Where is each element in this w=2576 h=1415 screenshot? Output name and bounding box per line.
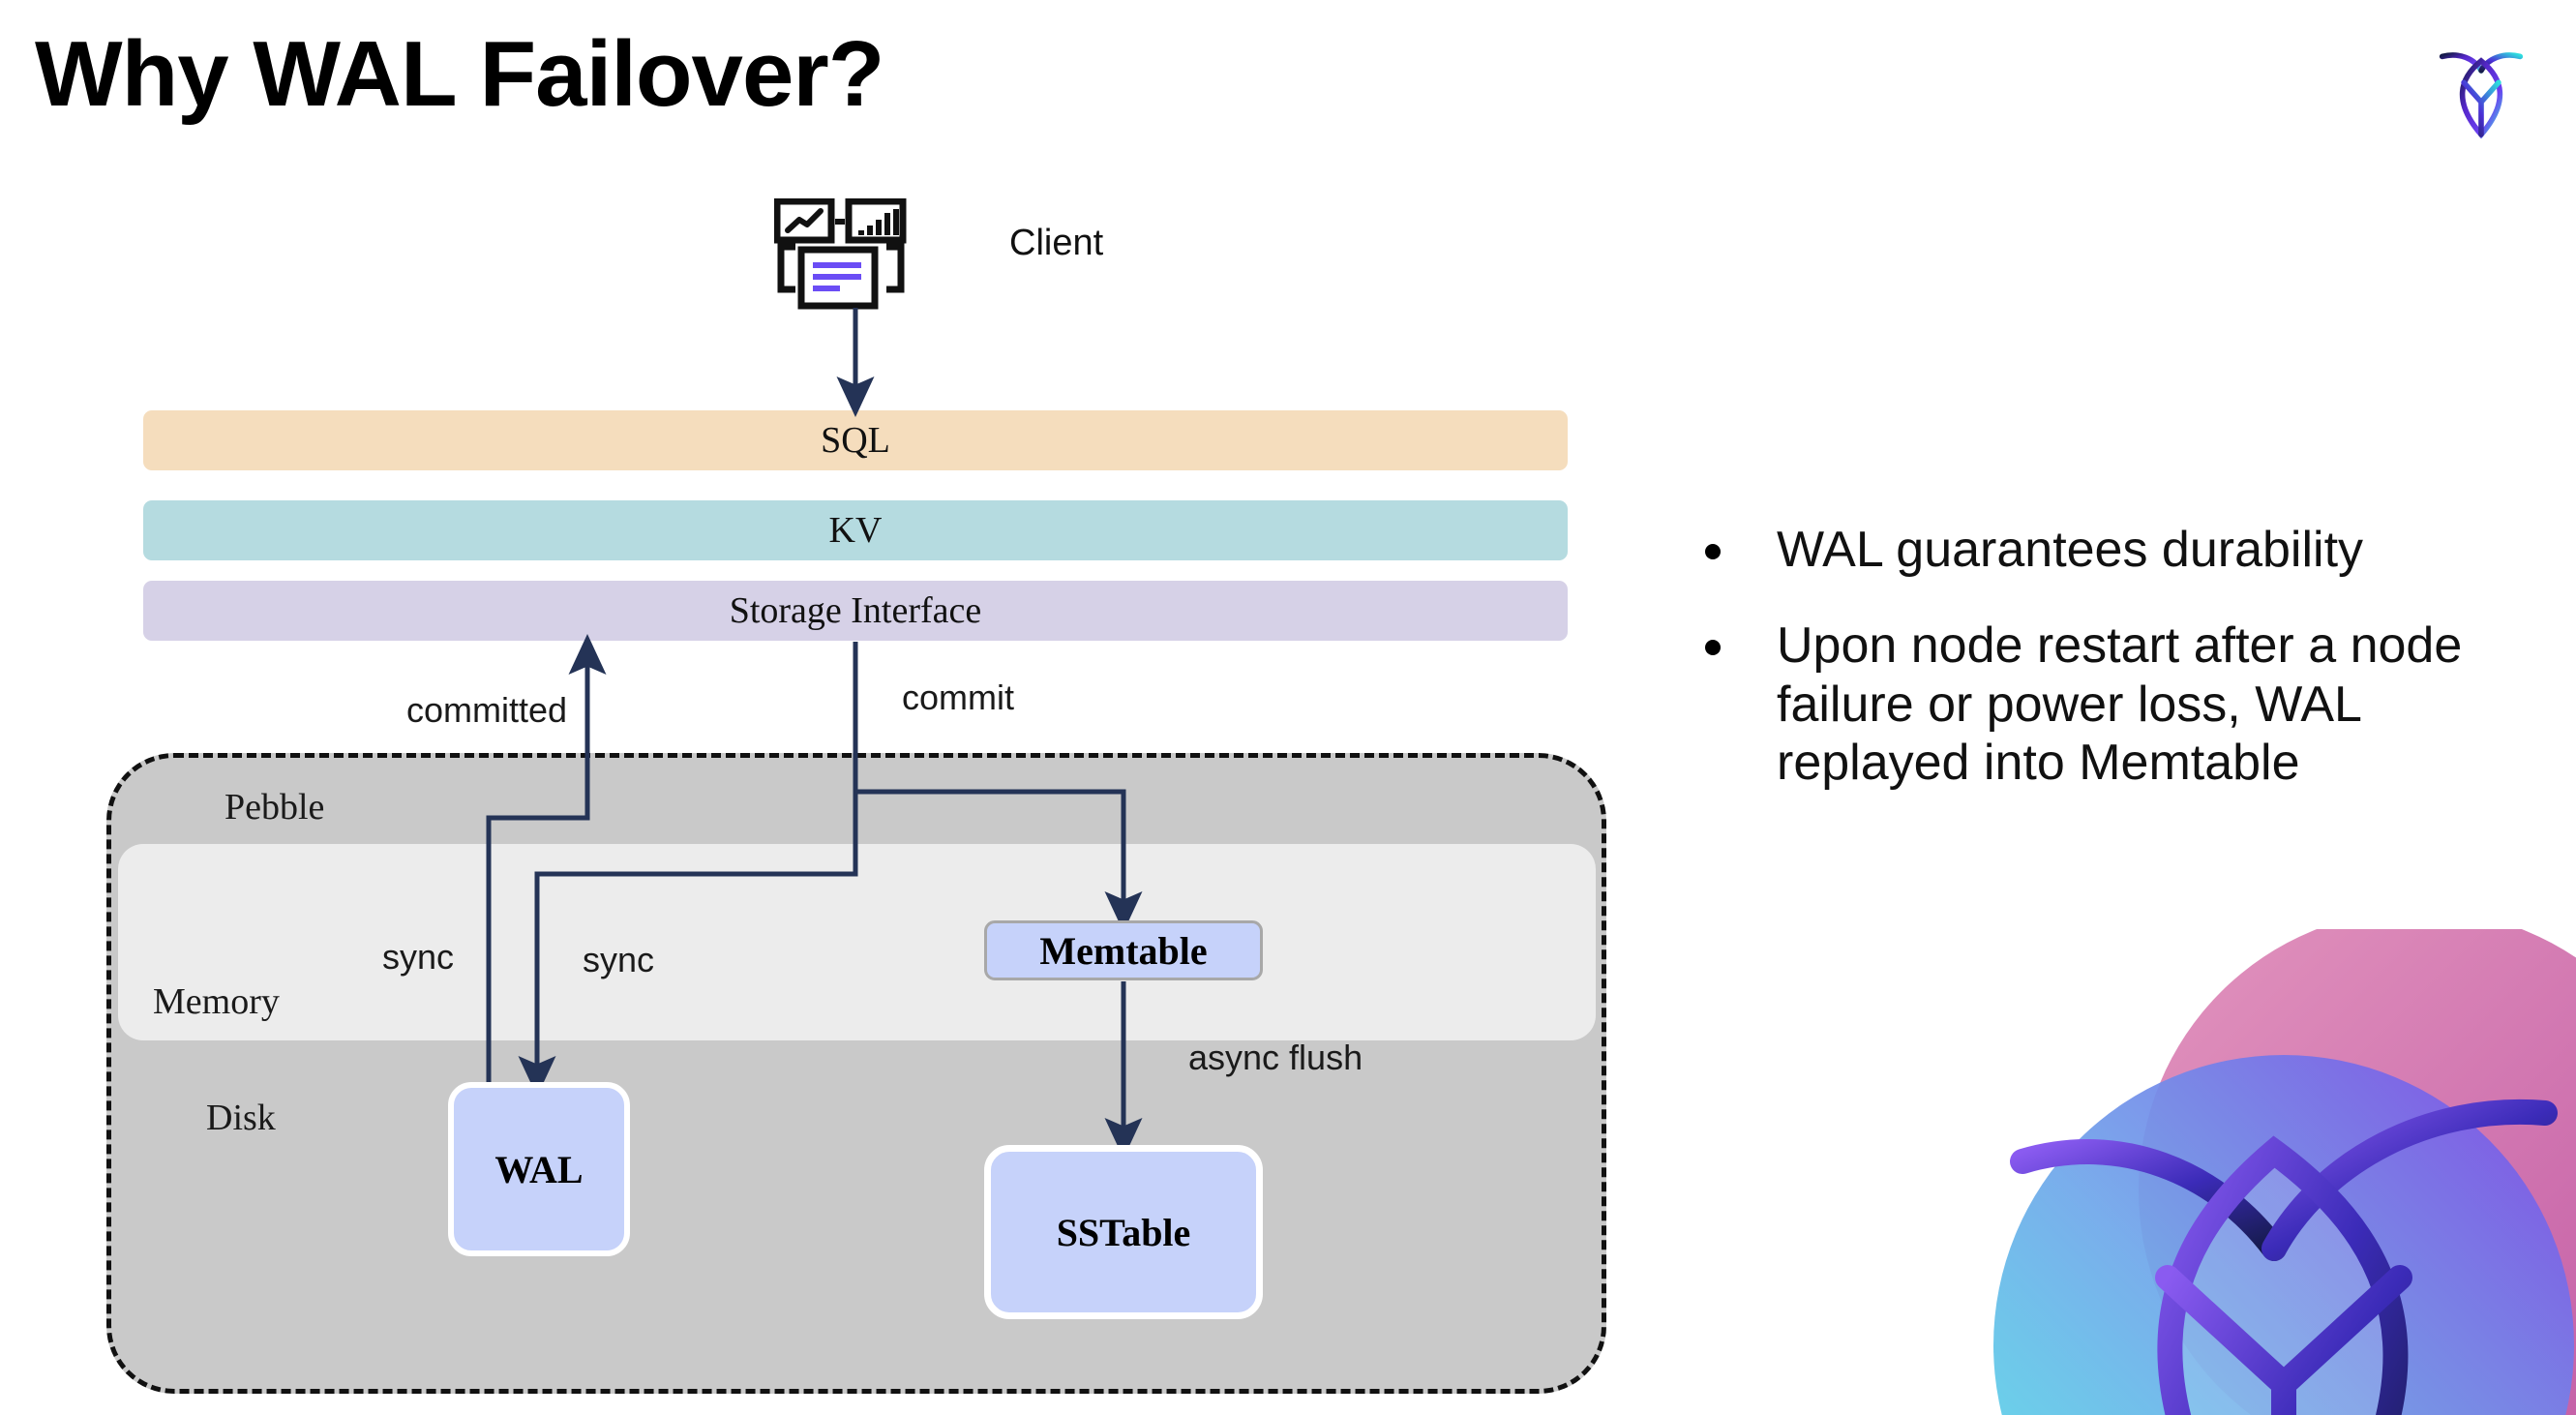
layer-label-kv: KV	[828, 510, 883, 551]
memory-label: Memory	[153, 981, 280, 1022]
bullet-dot-icon	[1705, 639, 1721, 655]
disk-label: Disk	[206, 1098, 276, 1138]
layer-bar-sql: SQL	[143, 410, 1568, 470]
bullet-text: Upon node restart after a node failure o…	[1777, 617, 2463, 792]
list-item: WAL guarantees durability	[1705, 521, 2537, 580]
edge-label-async-flush: async flush	[1188, 1038, 1363, 1077]
edge-label-committed: committed	[406, 690, 568, 730]
layer-label-storage-interface: Storage Interface	[729, 590, 982, 631]
edge-label-commit: commit	[902, 677, 1014, 717]
list-item: Upon node restart after a node failure o…	[1705, 617, 2537, 793]
edge-label-sync-b: sync	[583, 940, 655, 979]
node-label-memtable: Memtable	[1039, 928, 1208, 973]
node-memtable: Memtable	[984, 920, 1263, 980]
client-dashboard-icon	[773, 197, 929, 315]
pebble-label: Pebble	[225, 787, 325, 828]
page-title: Why WAL Failover?	[35, 22, 884, 126]
memory-zone	[118, 844, 1596, 1040]
layer-bar-kv: KV	[143, 500, 1568, 560]
cockroachdb-logo	[2427, 35, 2535, 143]
bullet-dot-icon	[1705, 544, 1721, 559]
layer-bar-storage-interface: Storage Interface	[143, 581, 1568, 641]
node-wal: WAL	[448, 1082, 630, 1256]
node-label-sstable: SSTable	[1056, 1210, 1191, 1254]
client-label: Client	[1009, 223, 1104, 263]
layer-label-sql: SQL	[821, 420, 890, 461]
cockroach-watermark	[1964, 929, 2576, 1415]
node-sstable: SSTable	[984, 1145, 1263, 1319]
bullet-text: WAL guarantees durability	[1777, 522, 2364, 578]
node-label-wal: WAL	[494, 1147, 584, 1191]
edge-label-sync-a: sync	[382, 937, 455, 977]
bullet-list: WAL guarantees durability Upon node rest…	[1705, 521, 2537, 829]
